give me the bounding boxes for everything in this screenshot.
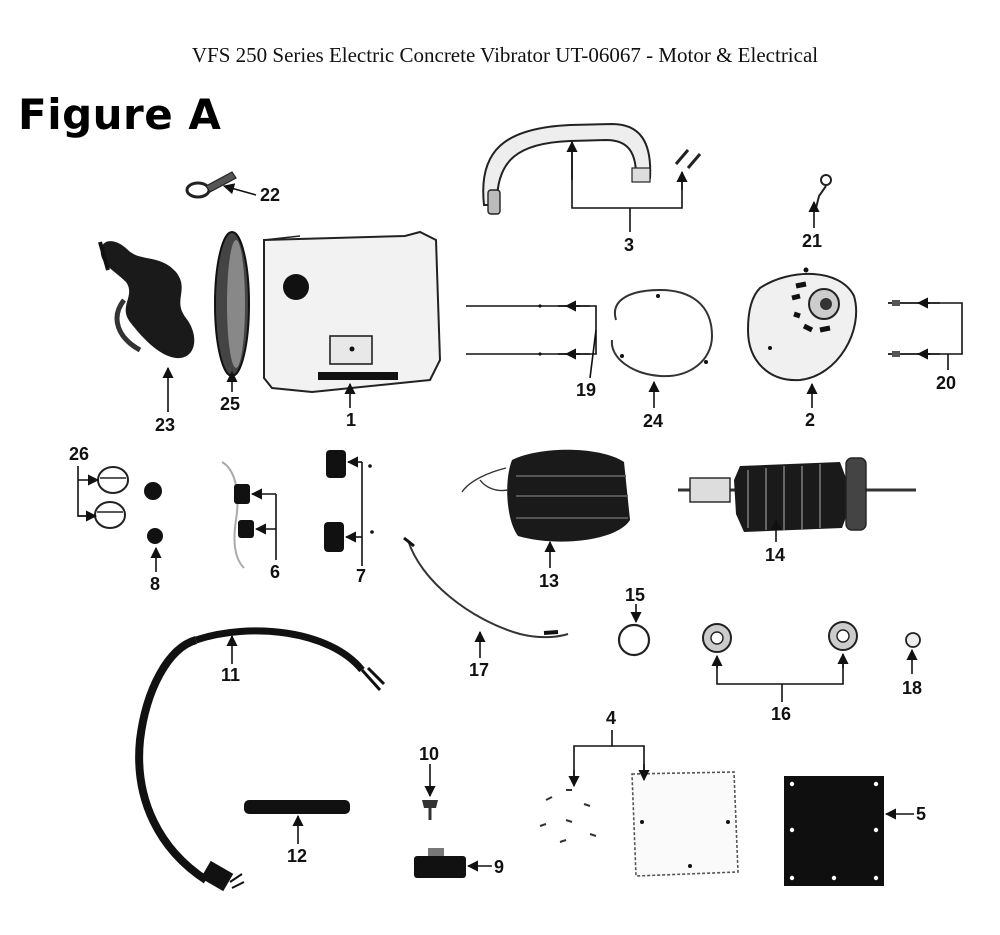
callout-3: 3 xyxy=(624,235,634,255)
callout-17: 17 xyxy=(469,660,489,680)
callout-11: 11 xyxy=(221,665,240,685)
callout-8: 8 xyxy=(150,574,160,594)
callout-22: 22 xyxy=(260,185,280,205)
part-25-gasket xyxy=(214,231,250,377)
callout-14: 14 xyxy=(765,545,785,565)
part-20-brush-springs xyxy=(888,300,930,357)
part-12-cord-sleeve xyxy=(244,800,350,814)
callout-20: 20 xyxy=(936,373,956,393)
part-19-wires xyxy=(466,304,580,356)
callout-23: 23 xyxy=(155,415,175,435)
part-4-cover-gasket xyxy=(539,771,739,877)
part-15-retaining-ring xyxy=(617,623,651,657)
callout-21: 21 xyxy=(802,231,822,251)
callout-24: 24 xyxy=(643,411,663,431)
part-9-switch xyxy=(414,848,466,878)
callout-5: 5 xyxy=(916,804,926,824)
part-24-gasket xyxy=(610,288,714,378)
callout-16: 16 xyxy=(771,704,791,724)
callout-15: 15 xyxy=(625,585,645,605)
figure-label: Figure A xyxy=(18,90,222,139)
part-3-handle xyxy=(482,122,702,215)
callout-6: 6 xyxy=(270,562,280,582)
part-7-carbon-brushes xyxy=(324,450,374,552)
page-title: VFS 250 Series Electric Concrete Vibrato… xyxy=(191,43,819,67)
part-13-field-stator xyxy=(461,449,630,542)
callout-12: 12 xyxy=(287,846,307,866)
callout-18: 18 xyxy=(902,678,922,698)
part-10-screw xyxy=(422,800,438,820)
part-2-end-bell xyxy=(746,267,858,382)
part-21-terminal xyxy=(815,174,832,209)
callout-9: 9 xyxy=(494,857,504,877)
part-17-lead-wire xyxy=(403,536,569,639)
callout-25: 25 xyxy=(220,394,240,414)
leader-lines xyxy=(77,140,963,872)
callout-13: 13 xyxy=(539,571,559,591)
callout-26: 26 xyxy=(69,444,89,464)
part-8-plugs xyxy=(144,482,163,544)
callout-1: 1 xyxy=(346,410,356,430)
callout-4: 4 xyxy=(606,708,616,728)
part-6-brush-holders xyxy=(221,461,254,569)
callout-10: 10 xyxy=(419,744,439,764)
part-16-bearings xyxy=(702,621,858,653)
callout-2: 2 xyxy=(805,410,815,430)
part-18-washer xyxy=(905,632,921,648)
part-1-motor-housing xyxy=(263,230,442,394)
part-26-brush-caps xyxy=(94,466,129,529)
callout-numbers: 1 2 3 4 5 6 7 8 9 10 11 12 13 14 15 16 1… xyxy=(69,185,956,877)
part-22-eye-terminal xyxy=(185,171,237,199)
part-11-power-cord xyxy=(135,627,386,892)
part-23-cord-bundle xyxy=(98,241,195,359)
part-5-cover-plate xyxy=(784,776,884,886)
callout-7: 7 xyxy=(356,566,366,586)
part-14-armature xyxy=(678,457,916,532)
callout-19: 19 xyxy=(576,380,596,400)
